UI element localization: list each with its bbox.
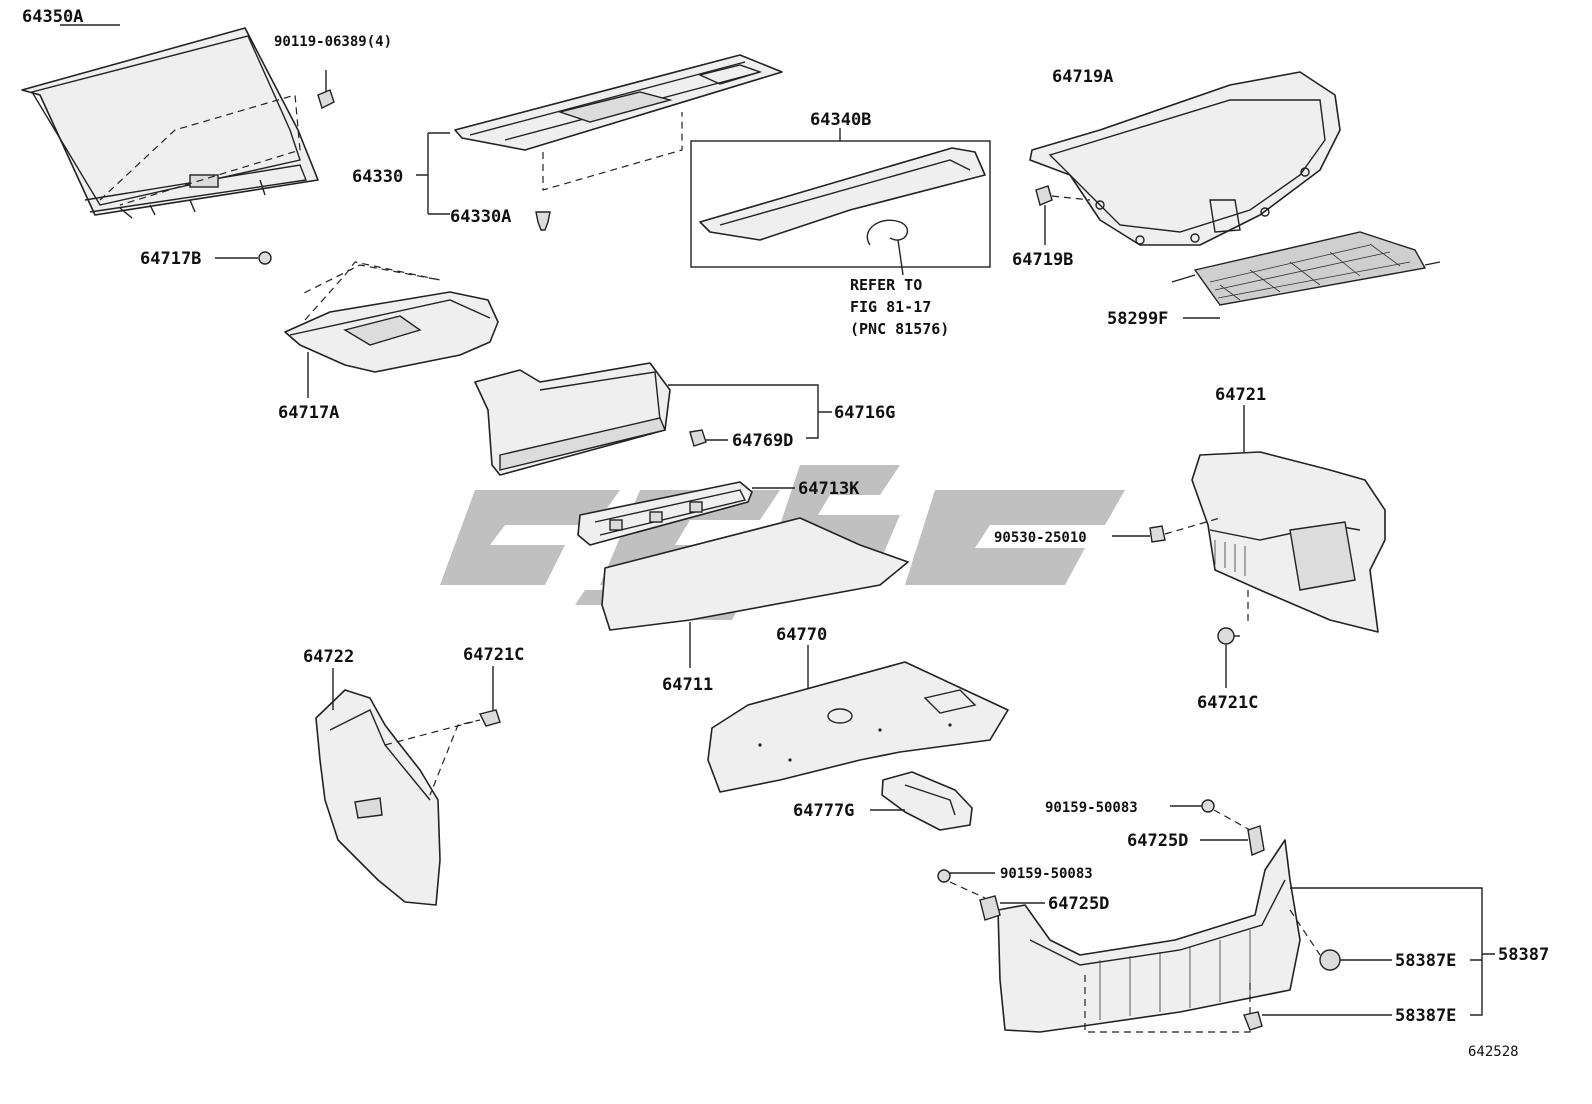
part-64711[interactable] xyxy=(601,517,909,631)
part-64721[interactable] xyxy=(1191,451,1386,633)
note-line2: FIG 81-17 xyxy=(850,298,931,316)
bracket-58387 xyxy=(1290,887,1495,1016)
clip-64330A[interactable] xyxy=(535,211,551,231)
bracket-64716G xyxy=(668,384,832,439)
callout-58387[interactable]: 58387 xyxy=(1498,945,1549,965)
part-58387[interactable] xyxy=(997,839,1301,1033)
leader-64722-dash xyxy=(384,719,481,796)
leader-64721-dash xyxy=(1164,517,1249,625)
part-64722[interactable] xyxy=(315,689,441,906)
callout-64721C-left[interactable]: 64721C xyxy=(463,645,524,665)
bracket-64330 xyxy=(416,132,450,215)
callout-64711[interactable]: 64711 xyxy=(662,675,713,695)
screw-64717B[interactable] xyxy=(258,251,272,265)
clip-90530[interactable] xyxy=(1149,525,1166,543)
clip-58387E-b[interactable] xyxy=(1243,1011,1263,1031)
leader-58387-dash xyxy=(1084,909,1321,1033)
part-64330[interactable] xyxy=(454,54,783,151)
leader-64719B-dash xyxy=(1051,195,1091,201)
leader-90159-b-dash xyxy=(949,881,986,899)
note-line1: REFER TO xyxy=(850,276,922,294)
leader-64717-dash xyxy=(299,261,441,321)
part-64777G[interactable] xyxy=(881,771,973,831)
clip-64725D-a[interactable] xyxy=(1247,825,1265,856)
part-64340B[interactable] xyxy=(699,147,986,276)
callout-64716G[interactable]: 64716G xyxy=(834,403,895,423)
leader-64330-dash xyxy=(542,112,683,191)
callout-64722[interactable]: 64722 xyxy=(303,647,354,667)
clip-58387E-a[interactable] xyxy=(1319,949,1341,971)
fastener-90119[interactable] xyxy=(317,70,335,109)
callout-64330[interactable]: 64330 xyxy=(352,167,403,187)
callout-64721C-right[interactable]: 64721C xyxy=(1197,693,1258,713)
clip-64725D-b[interactable] xyxy=(979,895,1001,921)
callout-64717B[interactable]: 64717B xyxy=(140,249,201,269)
part-64719A[interactable] xyxy=(1029,71,1341,246)
part-64717A[interactable] xyxy=(284,291,499,373)
part-64770[interactable] xyxy=(707,661,1009,793)
callout-64719A[interactable]: 64719A xyxy=(1052,67,1113,87)
callout-58299F[interactable]: 58299F xyxy=(1107,309,1168,329)
callout-90159-a[interactable]: 90159-50083 xyxy=(1045,800,1138,816)
part-58299F[interactable] xyxy=(1171,231,1441,306)
callout-64713K[interactable]: 64713K xyxy=(798,479,860,499)
screw-90159-b[interactable] xyxy=(937,869,951,883)
part-64716G[interactable] xyxy=(474,362,707,476)
part-64713K[interactable] xyxy=(577,481,753,546)
callout-64340B[interactable]: 64340B xyxy=(810,110,871,130)
callout-64770[interactable]: 64770 xyxy=(776,625,827,645)
callout-64350A[interactable]: 64350A xyxy=(22,7,83,27)
clip-64721C-left[interactable] xyxy=(478,709,501,727)
callout-90119[interactable]: 90119-06389(4) xyxy=(274,34,392,50)
callout-64719B[interactable]: 64719B xyxy=(1012,250,1073,270)
part-64350A[interactable] xyxy=(21,27,319,219)
callout-58387E-a[interactable]: 58387E xyxy=(1395,951,1456,971)
callout-90159-b[interactable]: 90159-50083 xyxy=(1000,866,1093,882)
callout-58387E-b[interactable]: 58387E xyxy=(1395,1006,1456,1026)
callout-64717A[interactable]: 64717A xyxy=(278,403,339,423)
callout-64777G[interactable]: 64777G xyxy=(793,801,854,821)
clip-64721C-right[interactable] xyxy=(1217,627,1240,645)
callout-64725D-a[interactable]: 64725D xyxy=(1127,831,1188,851)
callout-64721[interactable]: 64721 xyxy=(1215,385,1266,405)
callout-90530[interactable]: 90530-25010 xyxy=(994,530,1087,546)
clip-64719B[interactable] xyxy=(1035,185,1053,245)
leader-90159-a-dash xyxy=(1213,809,1251,831)
callout-64330A[interactable]: 64330A xyxy=(450,207,511,227)
figure-code: 642528 xyxy=(1468,1044,1519,1060)
callout-64725D-b[interactable]: 64725D xyxy=(1048,894,1109,914)
note-line3: (PNC 81576) xyxy=(850,320,949,338)
screw-90159-a[interactable] xyxy=(1201,799,1215,813)
callout-64769D[interactable]: 64769D xyxy=(732,431,793,451)
